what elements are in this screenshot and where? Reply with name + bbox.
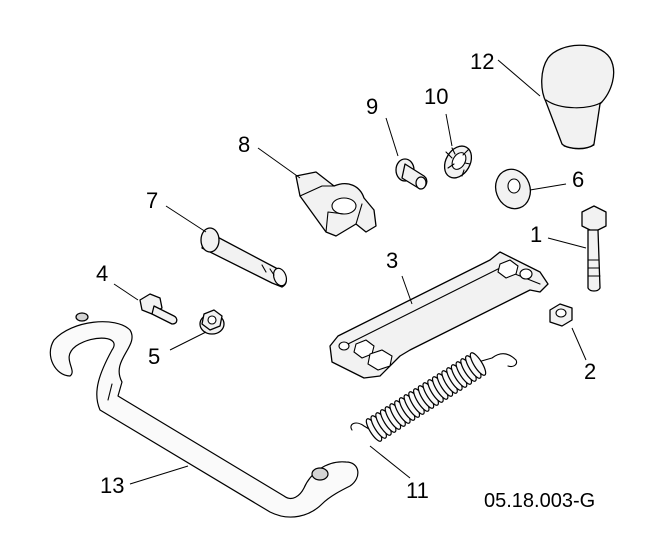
part-1-bolt[interactable]: [581, 205, 607, 292]
callout-10: 10: [424, 84, 448, 109]
figure-code: 05.18.003-G: [484, 490, 595, 512]
part-4-shoulder-bolt[interactable]: [139, 293, 178, 325]
callout-12: 12: [470, 49, 494, 74]
callout-3: 3: [386, 248, 398, 273]
part-9-pin[interactable]: [395, 158, 428, 190]
part-7-clevis-pin[interactable]: [200, 227, 289, 288]
callout-9: 9: [366, 94, 378, 119]
part-3-link-plate[interactable]: [329, 251, 549, 379]
callout-13: 13: [100, 473, 124, 498]
part-12-knob[interactable]: [541, 44, 615, 150]
callout-4: 4: [96, 261, 108, 286]
part-6-washer[interactable]: [490, 164, 536, 213]
callout-labels: 12 10 9 8 7 6 1 4 3 5 2 11 13: [96, 49, 596, 503]
callout-8: 8: [238, 132, 250, 157]
callout-6: 6: [572, 167, 584, 192]
part-10-bearing[interactable]: [439, 141, 477, 182]
callout-5: 5: [148, 344, 160, 369]
part-5-flange-nut[interactable]: [199, 309, 225, 335]
part-13-rod[interactable]: [49, 312, 359, 518]
part-11-spring[interactable]: [350, 351, 518, 443]
callout-7: 7: [146, 188, 158, 213]
callout-2: 2: [584, 359, 596, 384]
leader-lines: [113, 59, 587, 485]
callout-1: 1: [530, 222, 542, 247]
part-8-bracket[interactable]: [295, 171, 377, 237]
part-2-nut[interactable]: [549, 303, 573, 327]
callout-11: 11: [406, 478, 429, 503]
spring-coil: [469, 352, 487, 376]
